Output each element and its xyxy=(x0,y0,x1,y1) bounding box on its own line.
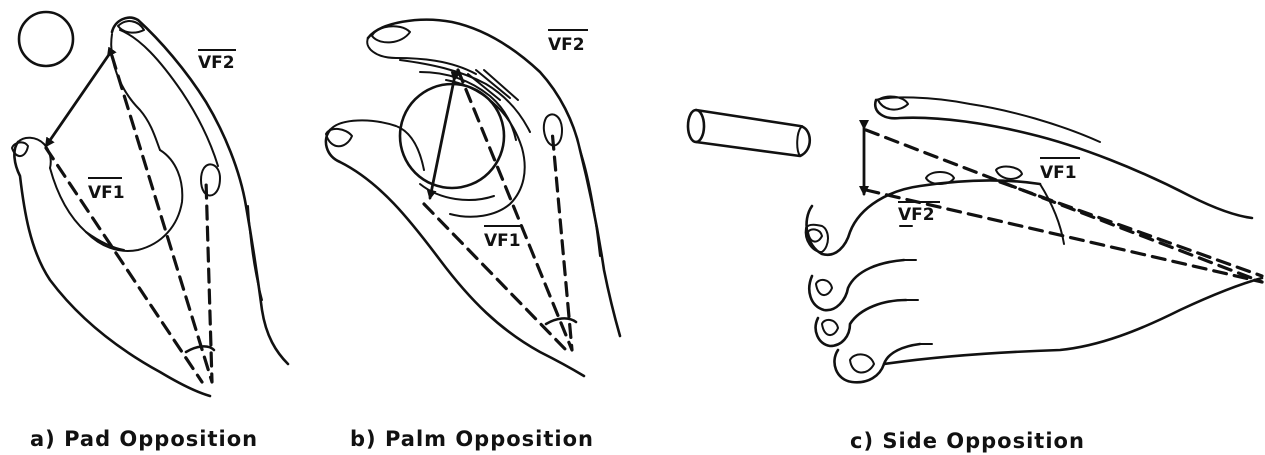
vf2-label-c: VF2 xyxy=(898,202,940,225)
vf2-label-b: VF2 xyxy=(548,30,588,55)
caption-pad-opposition: a) Pad Opposition xyxy=(30,427,258,451)
vf2-text-a: VF2 xyxy=(198,53,235,73)
vf1-text-a: VF1 xyxy=(88,183,125,203)
caption-palm-opposition: b) Palm Opposition xyxy=(350,427,594,451)
vf1-text-c: VF1 xyxy=(1040,163,1077,183)
vf1-label-c: VF1 xyxy=(1040,158,1080,183)
hand-drawing-c xyxy=(806,97,1262,383)
vf1-text-b: VF1 xyxy=(484,231,521,251)
panel-side-opposition: VF1 VF2 c) Side Opposition xyxy=(688,97,1262,453)
hand-drawing-a xyxy=(12,18,288,396)
caption-side-opposition: c) Side Opposition xyxy=(850,429,1085,453)
object-cylinder xyxy=(688,110,810,156)
vf1-label-b: VF1 xyxy=(484,226,521,251)
object-sphere-b xyxy=(400,84,504,188)
panel-pad-opposition: VF2 VF1 a) Pad Opposition xyxy=(12,12,288,451)
panel-palm-opposition: VF2 VF1 b) Palm Opposition xyxy=(326,20,620,451)
vf2-label-a: VF2 xyxy=(198,50,236,73)
vf2-text-b: VF2 xyxy=(548,35,585,55)
vf1-label-a: VF1 xyxy=(88,178,125,203)
vf2-text-c: VF2 xyxy=(898,205,935,225)
object-sphere xyxy=(19,12,73,66)
